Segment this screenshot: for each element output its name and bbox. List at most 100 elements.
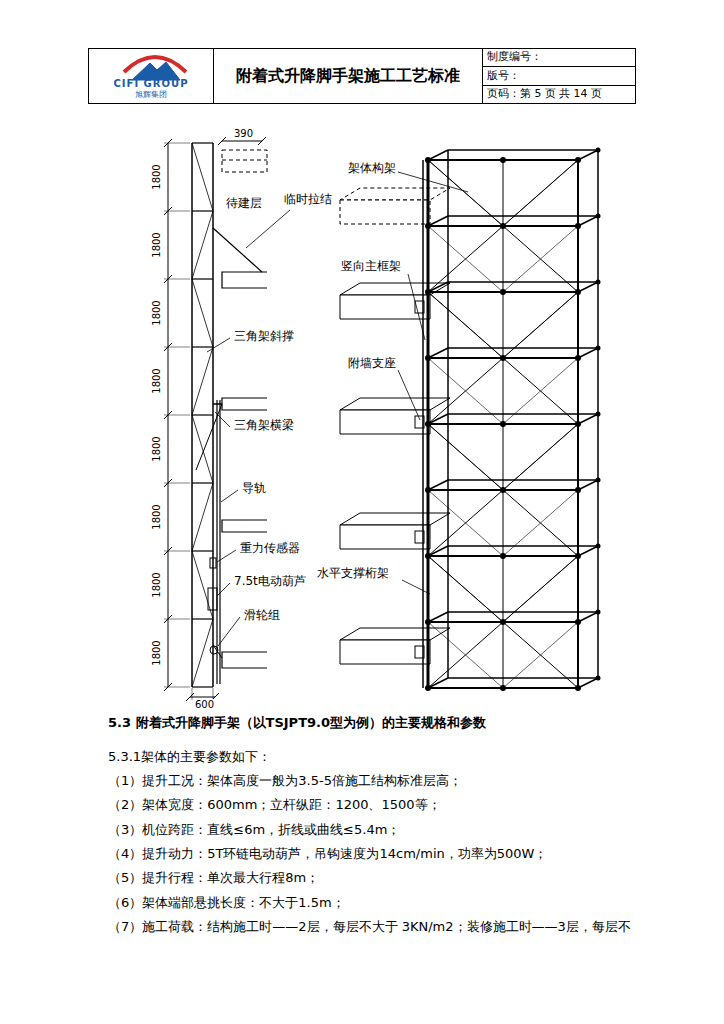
ledger-back xyxy=(448,413,598,415)
joint-dot xyxy=(596,478,601,483)
callout-label: 导轨 xyxy=(241,482,267,496)
dimension-text: 1800 xyxy=(151,163,163,190)
frame-diagonal xyxy=(192,279,213,347)
cross-brace xyxy=(428,424,578,556)
floor-slab xyxy=(340,398,450,410)
extension-line xyxy=(164,619,190,620)
leader-line xyxy=(398,172,468,192)
floor-slab xyxy=(340,628,450,640)
ledger-return xyxy=(578,612,598,622)
truss-diagonal xyxy=(428,358,503,424)
body-text: （7）施工荷载：结构施工时——2层，每层不大于 3KN/m2；装修施工时——3层… xyxy=(108,920,631,935)
leader-line xyxy=(217,550,236,562)
floor-slab xyxy=(340,640,430,664)
cross-brace xyxy=(428,160,578,292)
floor-slab xyxy=(340,525,430,549)
frame-ledger xyxy=(192,550,213,551)
dimension-text: 390 xyxy=(233,128,254,140)
leader-line xyxy=(408,274,425,340)
joint-dot xyxy=(596,412,601,417)
pulley xyxy=(210,646,218,654)
electric-hoist xyxy=(208,588,217,610)
floor-slab xyxy=(340,513,450,525)
truss-diagonal xyxy=(503,226,578,292)
callout-label: 三角架横梁 xyxy=(233,419,295,433)
ledger-back xyxy=(448,479,598,481)
guide-rail xyxy=(216,400,217,684)
joint-dot xyxy=(500,157,506,163)
ledger-return xyxy=(428,150,448,160)
cross-brace xyxy=(428,160,578,292)
extension-line xyxy=(164,687,190,688)
truss-diagonal xyxy=(503,292,578,358)
triangle-beam xyxy=(213,403,222,405)
callout-label: 水平支撑桁架 xyxy=(316,567,390,581)
dimension-text: 1800 xyxy=(151,435,163,462)
truss-diagonal xyxy=(503,490,578,556)
dimension-text: 600 xyxy=(194,699,215,711)
triangle-brace xyxy=(196,404,222,470)
callout-label: 竖向主框架 xyxy=(340,260,402,274)
extension-line xyxy=(164,143,190,144)
frame-diagonal xyxy=(192,483,213,551)
leader-line xyxy=(217,583,230,596)
joint-dot xyxy=(596,214,601,219)
truss-diagonal xyxy=(428,160,503,226)
logo-cell: CIFI GROUP旭辉集团 xyxy=(88,48,214,104)
ledger-return xyxy=(578,414,598,424)
frame-diagonal xyxy=(192,347,213,415)
body-text: （5）提升行程：单次最大行程8m； xyxy=(108,871,319,886)
callout-label: 附墙支座 xyxy=(347,357,397,371)
joint-dot xyxy=(596,148,601,153)
leader-line xyxy=(218,617,240,646)
ledger-return xyxy=(428,216,448,226)
frame-ledger xyxy=(192,686,213,687)
callout-label: 临时拉结 xyxy=(283,193,333,207)
body-text: （6）架体端部悬挑长度：不大于1.5m； xyxy=(108,896,345,911)
dimension-text: 1800 xyxy=(151,231,163,258)
body-text: 5.3.1架体的主要参数如下： xyxy=(108,750,271,765)
joint-dot xyxy=(596,610,601,615)
logo-mountain xyxy=(132,62,180,80)
truss-diagonal xyxy=(503,622,578,688)
frame-ledger xyxy=(192,618,213,619)
joint-dot xyxy=(596,346,601,351)
header-field: 制度编号： xyxy=(483,49,635,66)
truss-diagonal xyxy=(503,424,578,490)
frame-diagonal xyxy=(192,619,213,687)
ledger-back xyxy=(448,545,598,547)
extension-line xyxy=(164,347,190,348)
dimension-text: 1800 xyxy=(151,639,163,666)
ledger-return xyxy=(578,150,598,160)
joint-dot xyxy=(596,280,601,285)
extension-line xyxy=(164,551,190,552)
dimension-text: 1800 xyxy=(151,503,163,530)
truss-diagonal xyxy=(428,556,503,622)
truss-diagonal xyxy=(428,490,503,556)
ledger-back xyxy=(448,281,598,283)
dimension-tick xyxy=(186,693,194,701)
info-cell: 制度编号：版号：页码：第 5 页 共 14 页 xyxy=(482,48,636,104)
extension-line xyxy=(192,688,193,700)
floor-slab xyxy=(340,200,430,224)
frame-ledger xyxy=(192,278,213,279)
ledger-return xyxy=(578,348,598,358)
truss-diagonal xyxy=(503,556,578,622)
truss-diagonal xyxy=(428,226,503,292)
callout-label: 待建层 xyxy=(225,197,263,211)
ledger-return xyxy=(578,678,598,688)
ledger-return xyxy=(578,216,598,226)
dimension-tick xyxy=(218,137,226,145)
extension-line xyxy=(164,483,190,484)
ledger-return xyxy=(428,480,448,490)
leader-line xyxy=(221,490,238,502)
truss-diagonal xyxy=(428,424,503,490)
cross-brace xyxy=(428,556,578,688)
ledger-back xyxy=(448,215,598,217)
floor-slab xyxy=(222,398,267,410)
ledger-return xyxy=(428,612,448,622)
cross-brace xyxy=(428,292,578,424)
section-heading: 5.3 附着式升降脚手架（以TSJPT9.0型为例）的主要规格和参数 xyxy=(108,716,486,731)
dimension-text: 1800 xyxy=(151,299,163,326)
